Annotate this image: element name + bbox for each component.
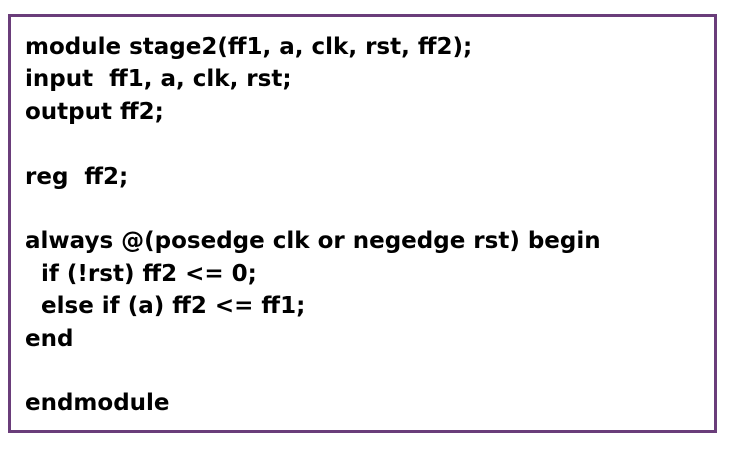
code-line-output-declaration: output ff2; — [25, 98, 164, 125]
code-line-reg-declaration: reg ff2; — [25, 163, 129, 190]
code-line-blank — [25, 355, 601, 387]
code-line-always-block: always @(posedge clk or negedge rst) beg… — [25, 228, 601, 255]
code-line-blank — [25, 128, 601, 160]
code-box: module stage2(ff1, a, clk, rst, ff2); in… — [8, 14, 717, 433]
verilog-code-block: module stage2(ff1, a, clk, rst, ff2); in… — [25, 31, 601, 420]
code-line-if-reset: if (!rst) ff2 <= 0; — [25, 260, 257, 287]
code-line-endmodule: endmodule — [25, 390, 170, 417]
code-line-input-declaration: input ff1, a, clk, rst; — [25, 66, 292, 93]
code-line-blank — [25, 193, 601, 225]
code-line-end: end — [25, 325, 74, 352]
code-line-else-if: else if (a) ff2 <= ff1; — [25, 293, 306, 320]
code-line-module-declaration: module stage2(ff1, a, clk, rst, ff2); — [25, 34, 473, 60]
